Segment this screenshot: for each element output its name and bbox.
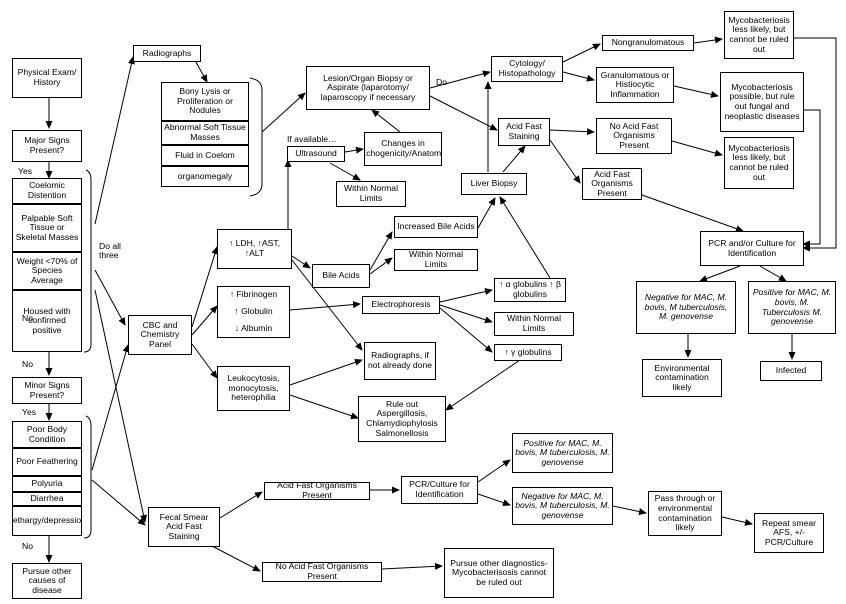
weight-loss-box: Weight <70% of Species Average: [12, 252, 82, 290]
physical-exam-box: Physical Exam/ History: [12, 58, 82, 98]
changes-echogenicity-box: Changes in Echogenicity/Anatomy: [364, 132, 442, 166]
radiographs-if-not-done-box: Radiographs, if not already done: [364, 342, 436, 380]
gamma-globulins-box: ↑ γ globulins: [494, 344, 562, 361]
bile-acids-box: Bile Acids: [312, 264, 370, 288]
no-afo-present-box-2: No Acid Fast Organisms Present: [262, 562, 382, 582]
do-all-three-label: Do all three: [99, 241, 121, 261]
albumin-box: ↓ Albumin: [217, 320, 290, 338]
pursue-other-diagnostics-box: Pursue other diagnostics- Mycobacterisos…: [444, 548, 554, 598]
negative-mac-box-2: Negative for MAC, M. bovis, M tuberculos…: [512, 487, 613, 525]
pass-through-box: Pass through or environmental contaminat…: [648, 491, 722, 536]
afo-present-box-1: Acid Fast Organisms Present: [582, 168, 642, 200]
no-afo-present-box-1: No Acid Fast Organisms Present: [596, 118, 672, 154]
negative-mac-box: Negative for MAC, M. bovis, M tuberculos…: [636, 281, 736, 334]
myco-possible-box: Mycobacteriosis possible, but rule out f…: [720, 72, 804, 132]
no-label-3: No: [22, 541, 33, 551]
coelomic-distention-box: Coelomic Distention: [12, 178, 82, 204]
lesion-biopsy-box: Lesion/Organ Biopsy or Aspirate (laparot…: [306, 66, 430, 110]
within-normal-limits-box-1: Within Normal Limits: [336, 181, 406, 207]
increased-bile-acids-box: Increased Bile Acids: [394, 216, 478, 238]
do-label: Do: [436, 77, 447, 87]
alpha-beta-globulins-box: ↑ α globulins ↑ β globulins: [494, 278, 566, 302]
pcr-culture-id-box: PCR and/or Culture for Identification: [700, 231, 804, 266]
cytology-box: Cytology/ Histopathology: [491, 56, 563, 82]
myco-less-likely-box-2: Mycobacteriosis less likely, but cannot …: [724, 137, 794, 189]
myco-less-likely-box-1: Mycobacteriosis less likely, but cannot …: [724, 11, 794, 59]
leukocytosis-box: Leukocytosis, monocytosis, heterophilia: [217, 366, 290, 411]
within-normal-limits-box-3: Within Normal Limits: [494, 312, 574, 336]
lethargy-box: Lethargy/depression: [12, 506, 82, 536]
minor-signs-box: Minor Signs Present?: [12, 377, 82, 404]
electrophoresis-box: Electrophoresis: [362, 296, 440, 314]
palpable-masses-box: Palpable Soft Tissue or Skeletal Masses: [12, 204, 82, 252]
positive-mac-box: Positive for MAC, M. bovis, M. Tuberculo…: [748, 281, 836, 334]
if-available-label: If available…: [287, 134, 337, 144]
repeat-smear-box: Repeat smear AFS, +/- PCR/Culture: [754, 513, 824, 553]
cbc-panel-box: CBC and Chemistry Panel: [128, 315, 192, 355]
granulomatous-box: Granulomatous or Histiocytic Inflammatio…: [596, 67, 674, 103]
fibrinogen-box: ↑ Fibrinogen: [217, 286, 290, 303]
globulin-box: ↑ Globulin: [217, 303, 290, 320]
ldh-ast-alt-box: ↑ LDH, ↑AST, ↑ALT: [217, 229, 292, 269]
liver-biopsy-box: Liver Biopsy: [461, 173, 527, 195]
no-label-2: No: [22, 359, 33, 369]
organomegaly-box: organomegaly: [161, 166, 249, 187]
abnormal-soft-tissue-box: Abnormal Soft Tissue Masses: [161, 121, 249, 145]
yes-label-1: Yes: [18, 166, 33, 176]
poor-body-condition-box: Poor Body Condition: [12, 421, 82, 448]
no-label-1: No: [22, 313, 33, 323]
poor-feathering-box: Poor Feathering: [12, 448, 82, 476]
nongranulomatous-box: Nongranulomatous: [602, 35, 694, 51]
major-signs-box: Major Signs Present?: [12, 130, 82, 162]
yes-label-2: Yes: [22, 407, 37, 417]
fluid-coelom-box: Fluid in Coelom: [161, 145, 249, 166]
afo-present-box-2: Acid Fast Organisms Present: [264, 482, 370, 500]
bony-lysis-box: Bony Lysis or Proliferation or Nodules: [161, 82, 249, 121]
radiographs-box: Radiographs: [133, 45, 201, 62]
positive-mac-box-2: Positive for MAC, M. bovis, M tuberculos…: [512, 433, 613, 473]
ultrasound-box: Ultrasound: [287, 146, 345, 162]
fecal-smear-box: Fecal Smear Acid Fast Staining: [148, 507, 220, 547]
rule-out-box: Rule out Aspergillosis, Chlamydiophylosi…: [358, 396, 446, 442]
environmental-contamination-box: Environmental contamination likely: [642, 359, 722, 397]
within-normal-limits-box-2: Within Normal Limits: [394, 249, 478, 271]
pursue-other-causes-box: Pursue other causes of disease: [12, 563, 82, 599]
housed-with-positive-box: Housed with confirmed positive: [12, 290, 82, 352]
infected-box: Infected: [760, 361, 822, 381]
diarrhea-box: Diarrhea: [12, 492, 82, 506]
polyuria-box: Polyuria: [12, 476, 82, 492]
acid-fast-staining-box: Acid Fast Staining: [498, 118, 550, 146]
pcr-culture-id-box-2: PCR/Culture for Identification: [401, 476, 478, 504]
